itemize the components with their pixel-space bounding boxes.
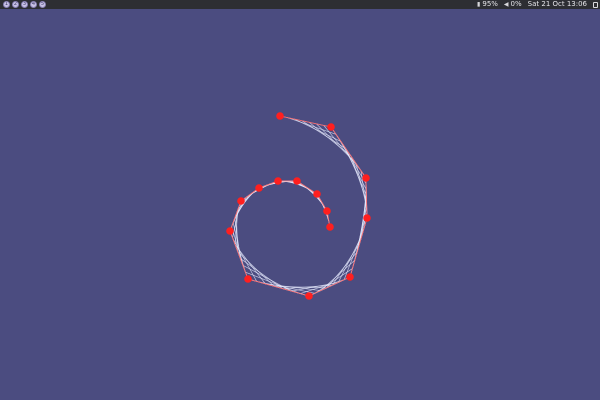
envelope-line <box>335 134 367 184</box>
envelope-line <box>237 251 275 287</box>
envelope-line <box>332 243 361 286</box>
clock[interactable]: Sat 21 Oct 13:06 <box>528 0 587 9</box>
workspace-button[interactable]: 3 <box>21 1 28 8</box>
panel-menu-icon[interactable] <box>593 1 598 8</box>
envelope-line <box>231 226 246 273</box>
control-point-handle[interactable] <box>237 197 245 205</box>
envelope-line <box>323 125 362 171</box>
control-point-handle[interactable] <box>305 292 313 300</box>
drawing-canvas[interactable] <box>0 9 600 400</box>
envelope-line <box>301 120 347 150</box>
battery-level: 95% <box>482 0 498 8</box>
bezier-spiral-drawing <box>226 112 371 300</box>
control-point-handle[interactable] <box>226 227 234 235</box>
envelope-line <box>232 237 258 282</box>
curve-lines <box>229 115 368 297</box>
control-point-handle[interactable] <box>293 177 301 185</box>
workspace-button[interactable]: 1 <box>3 1 10 8</box>
envelope-line <box>343 226 365 280</box>
envelope-line <box>294 118 342 142</box>
volume-indicator[interactable]: ◀ 0% <box>504 0 522 9</box>
workspace-button[interactable]: 2 <box>12 1 19 8</box>
top-panel: 1 2 3 4 5 ▮ 95% ◀ 0% Sat 21 Oct 13:06 <box>0 0 600 9</box>
envelope-line <box>256 281 315 294</box>
envelope-line <box>300 279 345 294</box>
workspace-button[interactable]: 4 <box>30 1 37 8</box>
envelope-line <box>314 268 353 294</box>
envelope-line <box>242 264 292 292</box>
battery-icon: ▮ <box>477 1 481 8</box>
control-point-handle[interactable] <box>274 177 282 185</box>
control-point-handle[interactable] <box>323 207 331 215</box>
control-point-handle[interactable] <box>255 184 263 192</box>
volume-level: 0% <box>510 0 522 8</box>
control-points <box>226 112 371 300</box>
envelope-line <box>245 271 301 294</box>
envelope-line <box>337 234 363 283</box>
speaker-icon: ◀ <box>503 1 509 8</box>
system-tray: ▮ 95% ◀ 0% Sat 21 Oct 13:06 <box>477 0 598 9</box>
control-point-handle[interactable] <box>327 123 335 131</box>
control-point-handle[interactable] <box>363 214 371 222</box>
control-point-handle[interactable] <box>276 112 284 120</box>
control-point-handle[interactable] <box>244 275 252 283</box>
battery-indicator[interactable]: ▮ 95% <box>477 0 498 9</box>
control-point-handle[interactable] <box>362 174 370 182</box>
envelope-line <box>240 258 284 289</box>
envelope-line <box>291 282 339 292</box>
clock-text: Sat 21 Oct 13:06 <box>527 0 587 8</box>
control-point-handle[interactable] <box>326 223 334 231</box>
envelope-line <box>287 117 337 135</box>
control-point-handle[interactable] <box>313 190 321 198</box>
control-point-handle[interactable] <box>346 273 354 281</box>
workspace-button[interactable]: 5 <box>39 1 46 8</box>
workspace-switcher[interactable]: 1 2 3 4 5 <box>3 1 46 8</box>
